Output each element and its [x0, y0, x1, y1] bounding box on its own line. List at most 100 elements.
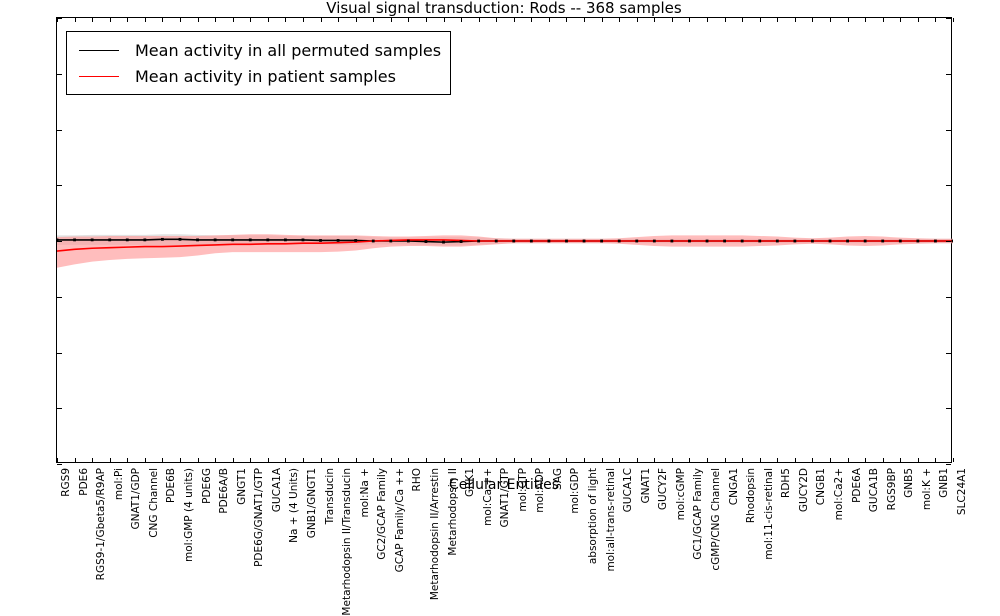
x-tick-mark — [794, 18, 796, 22]
x-tick-label: mol:cGMP — [674, 468, 687, 521]
data-point-marker — [161, 237, 164, 241]
x-tick-label: PDE6B — [165, 468, 178, 503]
x-tick-mark — [373, 458, 375, 462]
x-tick-label: PDE6A/B — [218, 468, 231, 514]
data-point-marker — [565, 239, 568, 243]
data-point-marker — [213, 238, 217, 242]
data-point-marker — [688, 239, 691, 243]
x-tick-label: Metarhodopsin II — [446, 468, 459, 556]
x-tick-label: GNGT1 — [235, 468, 248, 505]
x-tick-mark — [162, 458, 164, 462]
x-tick-mark — [584, 18, 586, 22]
data-point-marker — [547, 239, 551, 243]
x-tick-label: RDH5 — [780, 468, 793, 498]
data-point-marker — [494, 239, 498, 243]
x-tick-label: cGMP/CNG Channel — [710, 468, 723, 571]
x-tick-label: Metarhodopsin II/Transducin — [341, 468, 354, 616]
x-tick-label: GNAT1 — [639, 468, 652, 504]
x-tick-mark — [179, 18, 181, 22]
x-tick-label: GNB1/GNGT1 — [305, 468, 318, 539]
y-tick-mark — [946, 408, 951, 410]
data-point-marker — [934, 239, 937, 243]
x-tick-mark — [478, 18, 480, 22]
x-tick-mark — [109, 18, 111, 22]
y-tick-mark — [946, 129, 951, 131]
x-tick-mark — [144, 458, 146, 462]
x-tick-mark — [654, 18, 656, 22]
x-tick-mark — [74, 458, 76, 462]
x-tick-mark — [548, 18, 550, 22]
legend-item[interactable]: Mean activity in all permuted samples — [73, 37, 441, 63]
data-point-marker — [125, 238, 129, 242]
data-point-marker — [108, 238, 112, 242]
x-tick-mark — [935, 18, 937, 22]
data-point-marker — [723, 239, 727, 243]
x-tick-label: SAG — [551, 468, 564, 490]
x-tick-mark — [285, 458, 287, 462]
x-tick-label: RHO — [411, 468, 424, 492]
data-point-marker — [863, 239, 867, 243]
data-point-marker — [758, 239, 762, 243]
legend-label: Mean activity in all permuted samples — [135, 40, 442, 60]
x-tick-label: GNAT1/GTP — [499, 468, 512, 528]
x-tick-label: Metarhodopsin II/Arrestin — [428, 468, 441, 601]
data-point-marker — [178, 237, 182, 241]
x-tick-mark — [127, 18, 129, 22]
x-tick-label: mol:GTP — [516, 468, 529, 512]
x-tick-mark — [917, 18, 919, 22]
x-tick-mark — [847, 458, 849, 462]
data-point-marker — [793, 239, 797, 243]
x-tick-mark — [654, 458, 656, 462]
x-tick-mark — [355, 458, 357, 462]
x-tick-mark — [215, 18, 217, 22]
x-tick-mark — [496, 458, 498, 462]
legend-item[interactable]: Mean activity in patient samples — [73, 63, 441, 89]
data-point-marker — [652, 239, 656, 243]
x-tick-mark — [74, 18, 76, 22]
x-tick-mark — [531, 18, 533, 22]
x-tick-label: RGS9-1/Gbeta5/R9AP — [95, 468, 108, 581]
x-tick-mark — [338, 458, 340, 462]
y-tick-mark — [57, 408, 62, 410]
x-tick-label: GC2/GCAP Family — [376, 468, 389, 560]
x-tick-label: SLC24A1 — [956, 468, 968, 516]
x-tick-label: GUCY2D — [797, 468, 810, 513]
x-tick-mark — [496, 18, 498, 22]
x-tick-label: CNG Channel — [147, 468, 160, 538]
x-tick-mark — [232, 458, 234, 462]
data-point-marker — [617, 239, 621, 243]
patient-confidence-band — [57, 234, 953, 268]
data-point-marker — [336, 239, 340, 242]
y-tick-mark — [57, 185, 62, 187]
x-tick-mark — [830, 18, 832, 22]
x-tick-mark — [197, 458, 199, 462]
data-point-marker — [389, 239, 393, 243]
x-tick-mark — [57, 458, 58, 462]
data-point-marker — [283, 238, 287, 242]
x-tick-label: mol:11-cis-retinal — [762, 468, 775, 560]
x-tick-mark — [267, 18, 269, 22]
x-tick-mark — [882, 458, 884, 462]
data-point-marker — [266, 238, 270, 242]
x-tick-mark — [742, 458, 744, 462]
data-point-marker — [740, 239, 744, 243]
x-tick-label: GNB5 — [903, 468, 916, 498]
plot-area: −4−3−2−101234 RGS9PDE6RGS9-1/Gbeta5/R9AP… — [56, 17, 968, 616]
x-tick-mark — [777, 458, 779, 462]
x-tick-label: mol:Pi — [112, 468, 125, 501]
x-tick-mark — [917, 458, 919, 462]
x-tick-mark — [302, 458, 304, 462]
data-point-marker — [600, 239, 604, 243]
x-tick-mark — [953, 18, 954, 22]
x-tick-label: mol:all-trans-retinal — [604, 468, 617, 572]
x-tick-mark — [425, 18, 427, 22]
x-tick-label: GNB1 — [938, 468, 951, 498]
x-tick-mark — [935, 458, 937, 462]
x-tick-mark — [707, 458, 709, 462]
x-tick-mark — [865, 18, 867, 22]
x-tick-mark — [355, 18, 357, 22]
data-point-marker — [846, 239, 849, 243]
x-tick-mark — [794, 458, 796, 462]
x-tick-mark — [865, 458, 867, 462]
